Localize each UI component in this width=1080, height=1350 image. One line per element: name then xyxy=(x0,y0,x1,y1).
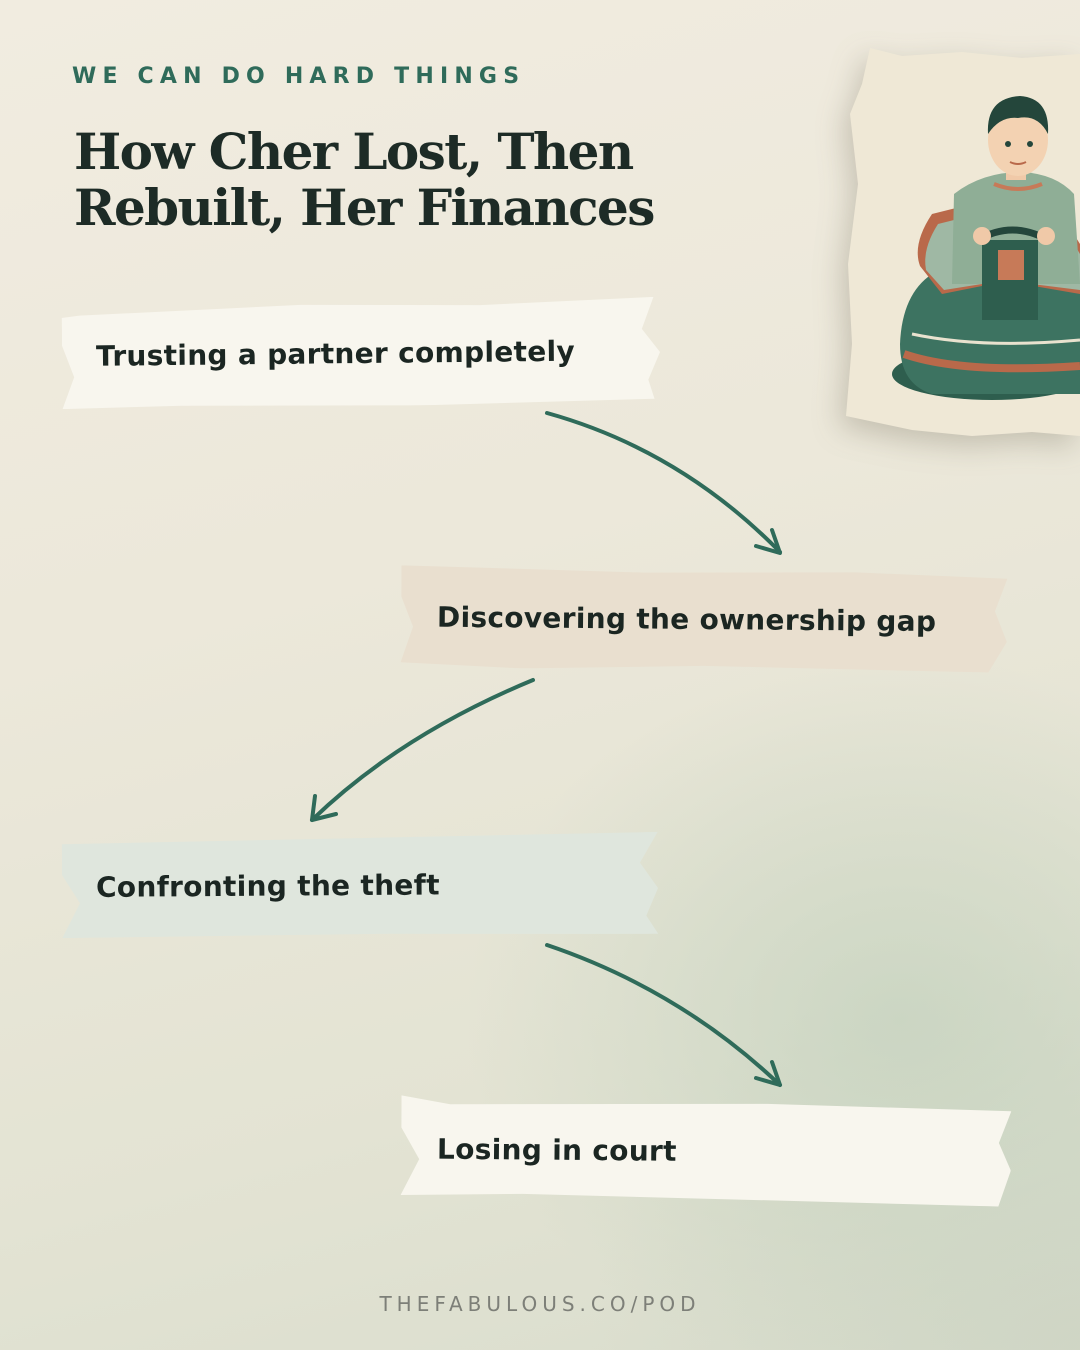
title-line-1: How Cher Lost, Then xyxy=(74,122,634,181)
arrow-3-icon xyxy=(545,943,782,1087)
page-title: How Cher Lost, Then Rebuilt, Her Finance… xyxy=(74,124,714,236)
bumper-car-driver-icon xyxy=(846,48,1080,436)
title-line-2: Rebuilt, Her Finances xyxy=(74,178,655,237)
kicker: WE CAN DO HARD THINGS xyxy=(72,64,526,89)
arrow-2-icon xyxy=(310,678,535,822)
footer-url: THEFABULOUS.CO/POD xyxy=(379,1292,701,1316)
arrow-1-icon xyxy=(545,411,782,555)
